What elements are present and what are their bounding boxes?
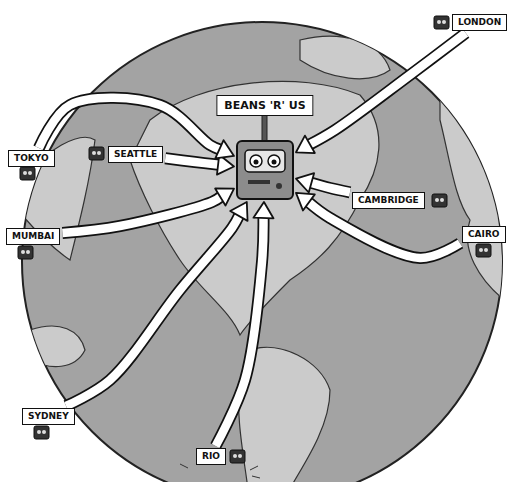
city-name: TOKYO [14, 153, 49, 164]
company-sign: BEANS 'R' US [216, 95, 313, 116]
server-box: BEANS 'R' US [236, 140, 294, 200]
city-sign: CAIRO [462, 226, 506, 243]
arrow-head [215, 140, 234, 158]
arrow-head [215, 188, 234, 205]
arrow-outline [216, 217, 264, 446]
server-eye [250, 155, 262, 167]
city-name: SYDNEY [28, 411, 69, 422]
order-arrow [296, 173, 350, 192]
arrow-head [296, 136, 315, 153]
arrow-head [230, 202, 247, 221]
server-slot [248, 180, 270, 184]
order-arrow [296, 193, 460, 258]
server-screen [245, 150, 285, 172]
continent [440, 60, 504, 300]
spark-lines [180, 464, 260, 478]
continent [300, 36, 390, 78]
arrow-body [165, 158, 219, 165]
terminal-device [18, 246, 33, 259]
order-arrow [296, 33, 466, 153]
continents [22, 36, 504, 482]
city-name: CAIRO [468, 229, 500, 240]
city-name: CAMBRIDGE [358, 195, 419, 206]
terminal-devices [18, 16, 491, 463]
arrow-body [308, 202, 460, 258]
sign-post [262, 114, 267, 142]
terminal-device [432, 194, 447, 207]
city-name: SEATTLE [114, 149, 157, 160]
city-name: LONDON [458, 17, 501, 28]
terminal-device [20, 167, 35, 180]
city-sign: CAMBRIDGE [352, 192, 425, 209]
server-light [276, 183, 282, 189]
city-sign: TOKYO [8, 150, 55, 167]
terminal-device [34, 426, 49, 439]
continent [30, 326, 85, 366]
arrow-outline [39, 98, 220, 150]
arrow-outline [309, 33, 466, 145]
server-illustration [236, 140, 294, 200]
city-sign: SYDNEY [22, 408, 75, 425]
arrow-outline [62, 196, 221, 232]
arrow-head [296, 173, 314, 192]
server-pupil [254, 160, 259, 165]
arrow-body [309, 33, 466, 145]
terminal-device [476, 244, 491, 257]
arrow-body [310, 183, 350, 193]
order-arrow [216, 202, 274, 446]
terminal-device [434, 16, 449, 29]
city-sign: LONDON [452, 14, 507, 31]
arrow-outline [66, 215, 239, 406]
arrow-head [296, 193, 315, 211]
terminal-device [89, 147, 104, 160]
arrow-body [66, 215, 239, 406]
city-sign: RIO [196, 448, 226, 465]
arrow-body [39, 98, 220, 150]
arrow-body [62, 196, 221, 232]
server-body [237, 141, 293, 199]
arrow-body [216, 217, 264, 446]
arrow-outline [310, 183, 350, 193]
server-eye [268, 155, 280, 167]
order-arrow [66, 202, 247, 406]
server-pupil [272, 160, 277, 165]
city-name: RIO [202, 451, 220, 462]
arrow-outline [308, 202, 460, 258]
arrow-head [253, 202, 273, 218]
arrow-outline [165, 158, 219, 165]
city-sign: MUMBAI [6, 228, 60, 245]
city-name: MUMBAI [12, 231, 54, 242]
order-arrow [62, 188, 234, 233]
terminal-device [230, 450, 245, 463]
city-sign: SEATTLE [108, 146, 163, 163]
